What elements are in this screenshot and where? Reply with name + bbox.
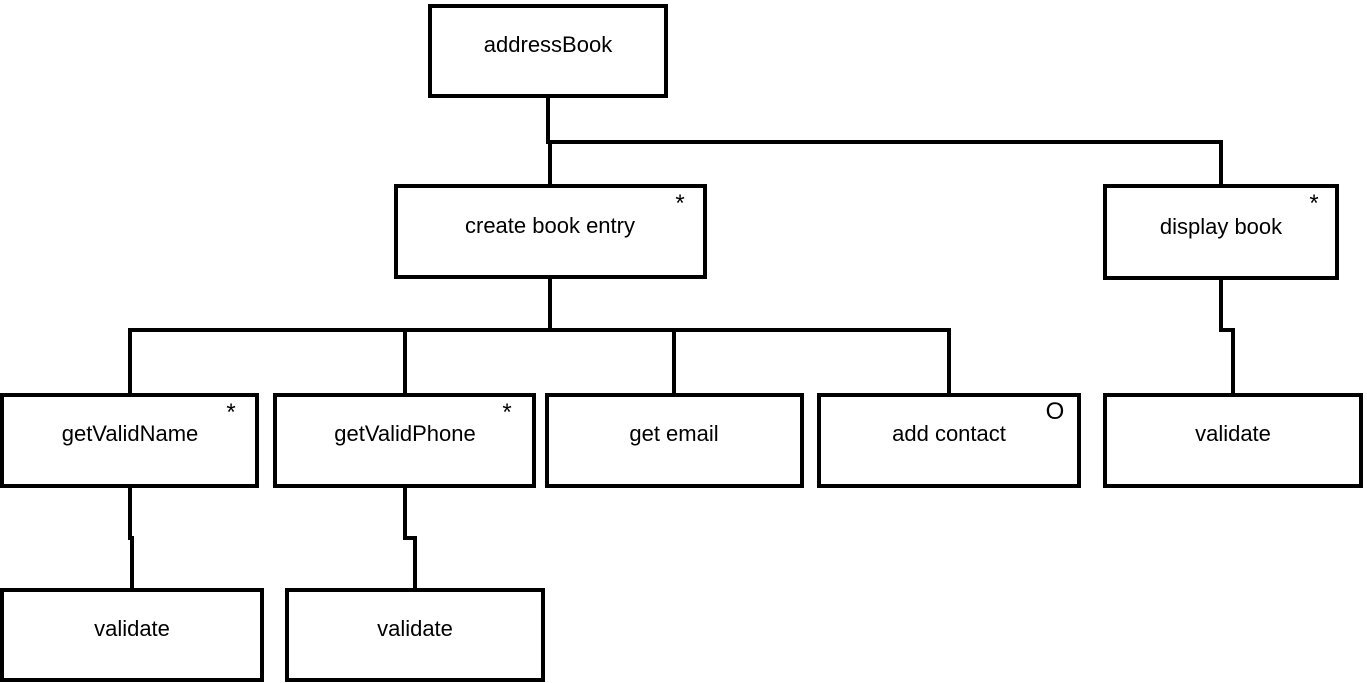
node-get-valid-phone-label: getValidPhone <box>334 421 476 446</box>
node-get-email-box <box>545 393 804 488</box>
node-get-email: get email <box>545 393 804 488</box>
connector-display-book-validate <box>1219 278 1235 395</box>
node-validate-name-label: validate <box>94 616 170 641</box>
node-addressbook: addressBook <box>428 4 668 98</box>
node-addressbook-box <box>428 4 668 98</box>
node-display-book: display book * <box>1103 184 1339 280</box>
node-add-contact-box <box>817 393 1081 488</box>
node-display-book-box <box>1103 184 1339 280</box>
node-validate-name: validate <box>0 588 264 682</box>
iteration-marker: * <box>1309 190 1318 217</box>
node-validate-display-box <box>1103 393 1363 488</box>
node-create-book-entry-label: create book entry <box>465 213 635 238</box>
node-validate-display: validate <box>1103 393 1363 488</box>
node-addressbook-label: addressBook <box>484 32 613 57</box>
node-validate-phone-box <box>285 588 545 682</box>
node-validate-phone: validate <box>285 588 545 682</box>
connectors <box>128 96 1235 590</box>
node-display-book-label: display book <box>1160 214 1283 239</box>
connector-addressbook-display-book <box>548 140 1223 186</box>
node-add-contact: add contact O <box>817 393 1081 488</box>
connector-getvalidname-validate <box>128 486 134 590</box>
node-get-valid-name: getValidName * <box>0 393 259 488</box>
node-get-valid-name-box <box>0 393 259 488</box>
iteration-marker: * <box>675 190 684 217</box>
connector-create-entry-children-bus <box>128 328 951 395</box>
node-get-valid-phone-box <box>273 393 536 488</box>
connector-getvalidphone-validate <box>403 486 417 590</box>
node-get-valid-phone: getValidPhone * <box>273 393 536 488</box>
selection-marker: O <box>1046 398 1065 425</box>
node-validate-display-label: validate <box>1195 421 1271 446</box>
node-get-valid-name-label: getValidName <box>62 421 199 446</box>
node-validate-phone-label: validate <box>377 616 453 641</box>
iteration-marker: * <box>502 399 511 426</box>
node-create-book-entry: create book entry * <box>394 184 707 279</box>
node-get-email-label: get email <box>629 421 718 446</box>
iteration-marker: * <box>226 399 235 426</box>
node-create-book-entry-box <box>394 184 707 279</box>
node-add-contact-label: add contact <box>892 421 1006 446</box>
node-validate-name-box <box>0 588 264 682</box>
